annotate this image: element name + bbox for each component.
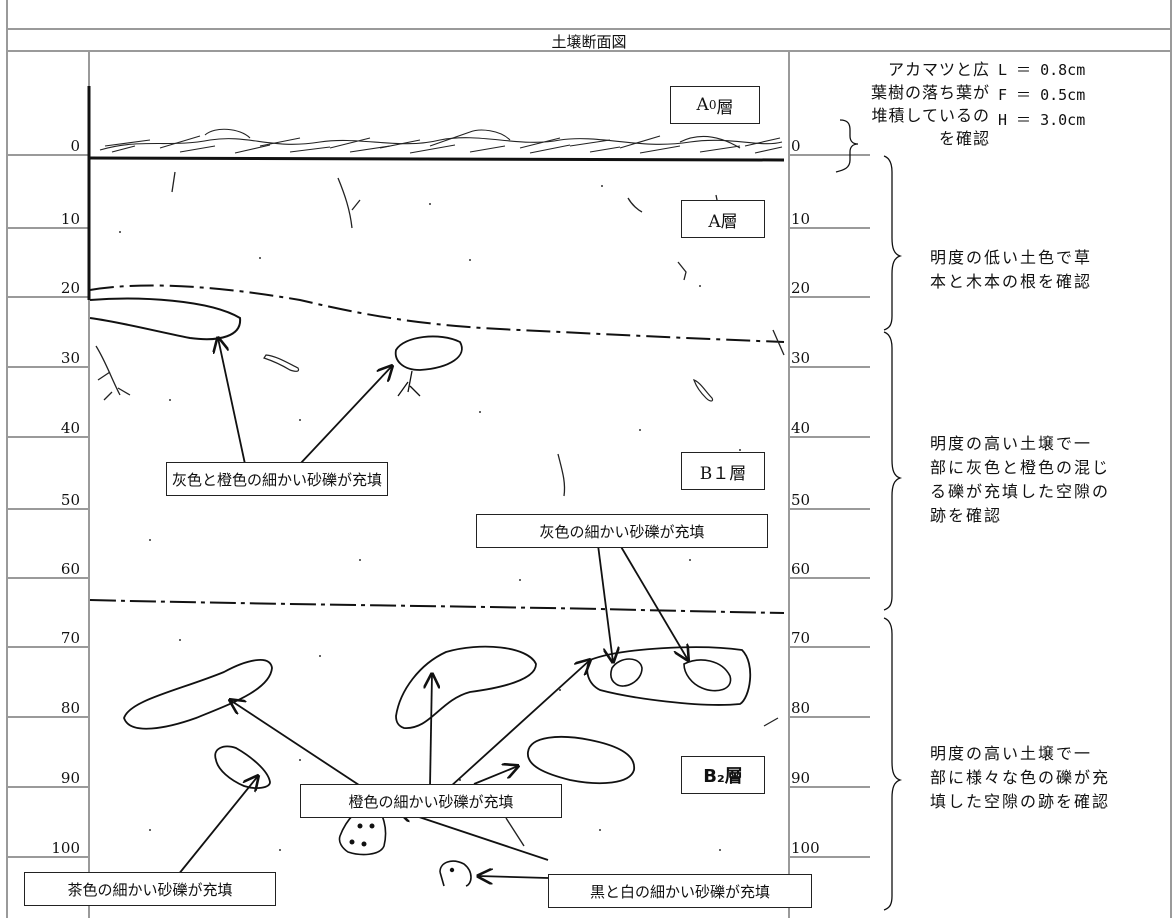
callout-brown: 茶色の細かい砂礫が充填 <box>24 872 276 906</box>
a0-desc-line: 堆積しているの <box>871 106 990 125</box>
profile-left-border <box>88 50 90 918</box>
a-description: 明度の低い土色で草 本と木本の根を確認 <box>930 246 1164 294</box>
depth-label-left: 50 <box>60 491 80 509</box>
depth-label-left: 80 <box>60 699 80 717</box>
void-brown <box>214 745 271 789</box>
depth-label-right: 0 <box>791 137 801 155</box>
measure-f: F ＝ 0.5cm <box>998 86 1086 104</box>
depth-label-right: 30 <box>791 349 811 367</box>
void-gray-1 <box>610 658 643 687</box>
a0-desc-line: 葉樹の落ち葉が <box>870 83 990 102</box>
depth-label-left: 20 <box>60 279 80 297</box>
scale-line-right-90 <box>788 786 870 788</box>
title-row: 土壌断面図 <box>6 28 1172 52</box>
scale-line-right-10 <box>788 227 870 229</box>
callout-gray: 灰色の細かい砂礫が充填 <box>476 514 768 548</box>
diagram-title: 土壌断面図 <box>551 33 627 51</box>
b2-desc-line: 明度の高い土壌で一 <box>930 744 1093 763</box>
measure-h: H ＝ 3.0cm <box>998 111 1086 129</box>
depth-label-right: 60 <box>791 560 811 578</box>
a0-desc-line: を確認 <box>938 129 990 148</box>
scale-line-right-100 <box>788 856 870 858</box>
depth-label-right: 10 <box>791 210 811 228</box>
b2-description: 明度の高い土壌で一 部に様々な色の礫が充 填した空隙の跡を確認 <box>930 742 1164 814</box>
layer-label-a: A層 <box>681 200 765 238</box>
callout-gray-orange: 灰色と橙色の細かい砂礫が充填 <box>166 462 388 496</box>
roots <box>95 171 785 497</box>
depth-label-right: 20 <box>791 279 811 297</box>
void-gray-2 <box>683 659 732 692</box>
a0-description: アカマツと広 葉樹の落ち葉が 堆積しているの を確認 <box>862 58 990 150</box>
depth-label-right: 80 <box>791 699 811 717</box>
void-rectangle <box>586 646 752 706</box>
depth-label-right: 90 <box>791 769 811 787</box>
scale-line-right-50 <box>788 508 870 510</box>
layer-a0-sub: 0 <box>708 98 717 112</box>
scale-line-40 <box>6 436 90 438</box>
boundary-a-b1 <box>89 284 785 343</box>
depth-label-right: 50 <box>791 491 811 509</box>
layer-label-b2: B₂層 <box>681 756 765 794</box>
depth-label-left: 30 <box>60 349 80 367</box>
scale-line-50 <box>6 508 90 510</box>
depth-label-left: 100 <box>51 839 80 857</box>
b2-desc-line: 填した空隙の跡を確認 <box>930 792 1111 811</box>
scale-line-right-30 <box>788 366 870 368</box>
scale-line-70 <box>6 646 90 648</box>
b1-desc-line: 明度の高い土壌で一 <box>930 434 1093 453</box>
depth-label-left: 90 <box>60 769 80 787</box>
layer-a0-suffix: 層 <box>716 97 734 118</box>
a-desc-line: 明度の低い土色で草 <box>930 248 1093 267</box>
a0-desc-line: アカマツと広 <box>887 60 990 79</box>
layer-label-b1: B１層 <box>681 452 765 490</box>
b1-desc-line: る礫が充填した空隙の <box>930 482 1111 501</box>
a-desc-line: 本と木本の根を確認 <box>930 272 1093 291</box>
scale-line-80 <box>6 716 90 718</box>
scale-line-10 <box>6 227 90 229</box>
diagram-frame <box>6 0 1172 918</box>
scale-line-0 <box>6 154 90 156</box>
depth-label-left: 10 <box>60 210 80 228</box>
void-orange-1 <box>123 659 273 730</box>
depth-label-right: 70 <box>791 629 811 647</box>
scale-line-20 <box>6 296 90 298</box>
b1-desc-line: 跡を確認 <box>930 506 1003 525</box>
void-black-white-2 <box>439 860 472 887</box>
depth-label-left: 70 <box>60 629 80 647</box>
scale-line-30 <box>6 366 90 368</box>
scale-line-90 <box>6 786 90 788</box>
void-orange-2 <box>395 645 537 729</box>
litter-layer <box>99 128 783 154</box>
measure-l: L ＝ 0.8cm <box>998 61 1086 79</box>
callout-orange: 橙色の細かい砂礫が充填 <box>300 784 562 818</box>
b1-desc-line: 部に灰色と橙色の混じ <box>930 458 1111 477</box>
scale-line-60 <box>6 577 90 579</box>
scale-line-right-70 <box>788 646 870 648</box>
b1-description: 明度の高い土壌で一 部に灰色と橙色の混じ る礫が充填した空隙の 跡を確認 <box>930 432 1164 528</box>
void-gray-orange-1 <box>89 297 242 341</box>
b2-desc-line: 部に様々な色の礫が充 <box>930 768 1111 787</box>
void-orange-3 <box>527 735 635 785</box>
callout-black-white: 黒と白の細かい砂礫が充填 <box>548 874 812 908</box>
depth-label-right: 100 <box>791 839 820 857</box>
scale-line-right-80 <box>788 716 870 718</box>
depth-label-right: 40 <box>791 419 811 437</box>
boundary-b1-b2 <box>89 599 785 614</box>
a0-measurements: L ＝ 0.8cm F ＝ 0.5cm H ＝ 3.0cm <box>998 58 1085 133</box>
layer-braces <box>835 119 903 911</box>
scale-line-100 <box>6 856 90 858</box>
scale-line-right-0 <box>788 154 870 156</box>
void-gray-orange-2 <box>394 335 463 371</box>
depth-label-left: 0 <box>70 137 80 155</box>
callout-arrows <box>177 338 688 878</box>
scale-line-right-60 <box>788 577 870 579</box>
depth-label-left: 60 <box>60 560 80 578</box>
scale-line-right-40 <box>788 436 870 438</box>
layer-a0-main: A <box>696 95 709 115</box>
scale-line-right-20 <box>788 296 870 298</box>
depth-label-left: 40 <box>60 419 80 437</box>
profile-right-border <box>788 50 790 918</box>
